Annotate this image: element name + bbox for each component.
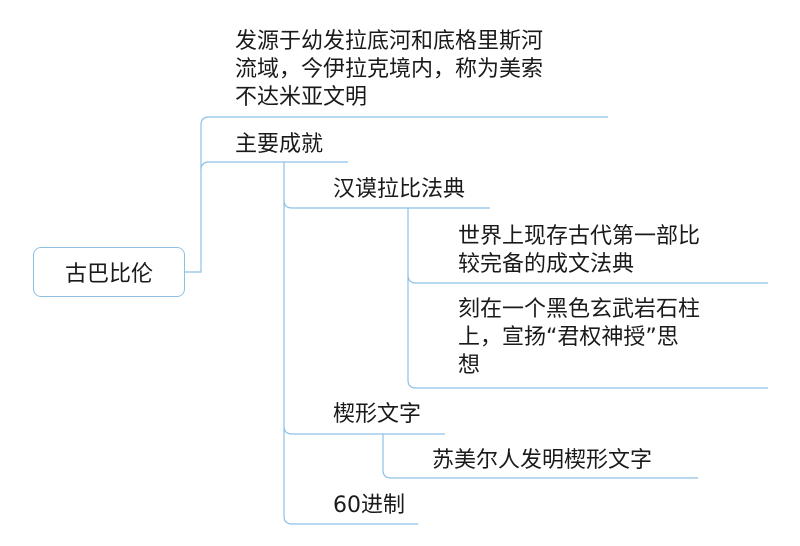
connector-achievements xyxy=(200,161,348,171)
achievements-label: 主要成就 xyxy=(235,132,324,157)
hammurabi-detail-2-line-2: 上，宣扬“君权神授”思 xyxy=(458,325,679,350)
hammurabi-detail-2-line-3: 想 xyxy=(458,353,481,378)
connector-detail1 xyxy=(407,274,768,284)
cuneiform-node[interactable]: 楔形文字 xyxy=(333,401,421,429)
root-node[interactable]: 古巴比伦 xyxy=(33,247,185,297)
cuneiform-label: 楔形文字 xyxy=(333,402,422,427)
hammurabi-detail-1-line-1: 世界上现存古代第一部比 xyxy=(458,224,701,249)
connector-hammurabi-trunk xyxy=(407,208,768,389)
connector-root xyxy=(185,116,608,273)
hammurabi-label: 汉谟拉比法典 xyxy=(333,177,466,202)
sexagesimal-node[interactable]: 60进制 xyxy=(333,492,405,520)
root-label: 古巴比伦 xyxy=(64,262,153,287)
hammurabi-detail-1-node[interactable]: 世界上现存古代第一部比 较完备的成文法典 xyxy=(458,223,700,279)
cuneiform-detail-label: 苏美尔人发明楔形文字 xyxy=(432,448,653,473)
origin-line-1: 发源于幼发拉底河和底格里斯河 xyxy=(235,29,544,54)
origin-line-3: 不达米亚文明 xyxy=(235,85,368,110)
achievements-node[interactable]: 主要成就 xyxy=(235,131,323,159)
hammurabi-detail-2-line-1: 刻在一个黑色玄武岩石柱 xyxy=(458,297,701,322)
origin-node[interactable]: 发源于幼发拉底河和底格里斯河 流域，今伊拉克境内，称为美索 不达米亚文明 xyxy=(235,28,543,112)
hammurabi-detail-2-node[interactable]: 刻在一个黑色玄武岩石柱 上，宣扬“君权神授”思 想 xyxy=(458,296,700,380)
connector-achievements-trunk xyxy=(283,162,418,525)
hammurabi-node[interactable]: 汉谟拉比法典 xyxy=(333,176,465,204)
cuneiform-detail-node[interactable]: 苏美尔人发明楔形文字 xyxy=(432,447,652,475)
connector-hammurabi xyxy=(283,199,490,209)
connector-cuneiform xyxy=(283,425,445,435)
origin-line-2: 流域，今伊拉克境内，称为美索 xyxy=(235,57,544,82)
connector-cuneiform-detail xyxy=(382,434,698,479)
sexagesimal-label: 60进制 xyxy=(333,493,405,518)
hammurabi-detail-1-line-2: 较完备的成文法典 xyxy=(458,252,635,277)
